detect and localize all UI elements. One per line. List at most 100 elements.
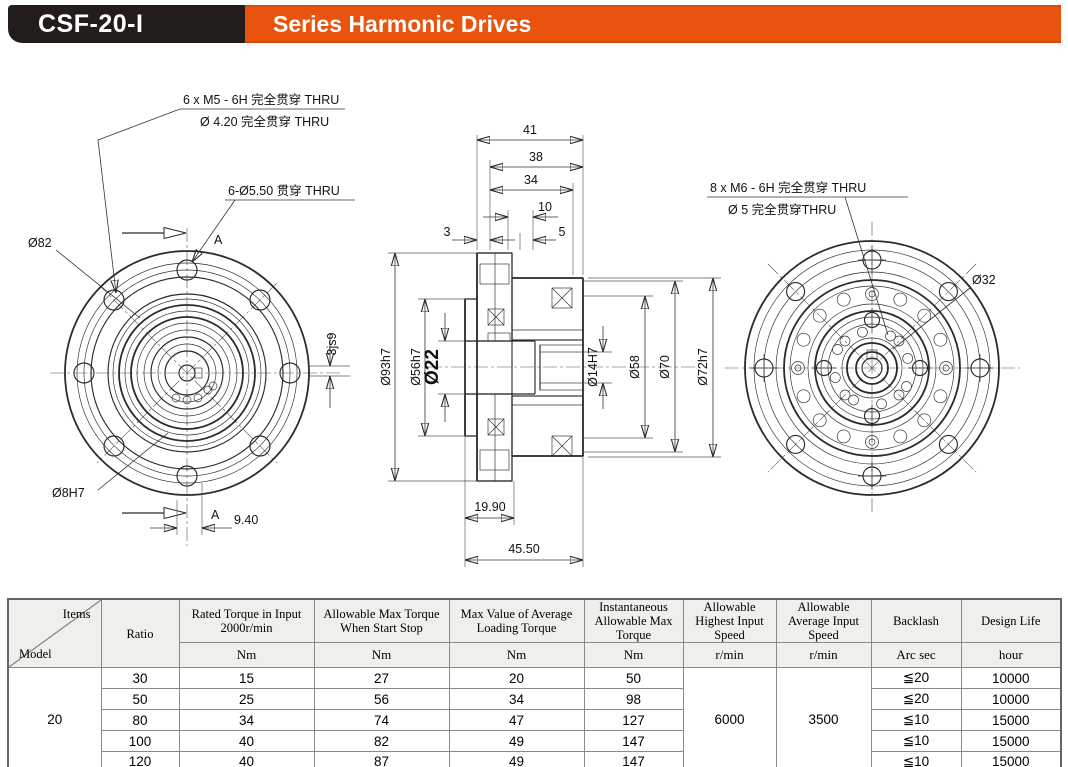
- dim-5: 5: [559, 225, 566, 239]
- model-code: CSF-20-I: [38, 9, 144, 38]
- avg-speed-value: 3500: [775, 667, 872, 767]
- dim-dia58: Ø58: [628, 355, 642, 379]
- avg-loading-torque-value: 47: [448, 709, 585, 731]
- unit-backlash: Arc sec: [870, 642, 962, 668]
- dim-dia56: Ø56h7: [409, 348, 423, 386]
- rear-cardinal-holes: [812, 308, 932, 428]
- instant-torque-value: 50: [583, 667, 684, 689]
- unit-avg-speed: r/min: [775, 642, 872, 668]
- col-header-startstop-torque: Allowable Max Torque When Start Stop: [313, 598, 450, 643]
- model-value: 20: [7, 667, 102, 767]
- dim-dia70: Ø70: [658, 355, 672, 379]
- front-view: 6 x M5 - 6H 完全贯穿 THRU Ø 4.20 完全贯穿 THRU 6…: [28, 92, 355, 546]
- rear-bolt-holes: [750, 246, 994, 490]
- backlash-value: ≦10: [870, 709, 962, 731]
- backlash-value: ≦10: [870, 730, 962, 752]
- col-header-avg-loading-torque: Max Value of Average Loading Torque: [448, 598, 585, 643]
- avg-loading-torque-value: 49: [448, 751, 585, 767]
- instant-torque-value: 127: [583, 709, 684, 731]
- dim-38: 38: [529, 150, 543, 164]
- series-title: Series Harmonic Drives: [273, 10, 532, 37]
- backlash-value: ≦10: [870, 751, 962, 767]
- technical-drawing: 6 x M5 - 6H 完全贯穿 THRU Ø 4.20 完全贯穿 THRU 6…: [28, 92, 1020, 567]
- ratio-value: 100: [100, 730, 180, 752]
- section-right-dims: Ø14H7 Ø58 Ø70 Ø72h7: [583, 277, 721, 458]
- instant-torque-value: 147: [583, 751, 684, 767]
- ratio-value: 80: [100, 709, 180, 731]
- front-coupling-holes: [171, 381, 218, 405]
- col-header-rated-torque: Rated Torque in Input 2000r/min: [178, 598, 315, 643]
- unit-instant-torque: Nm: [583, 642, 684, 668]
- section-mark-top: A: [122, 226, 223, 247]
- front-callout-m5-line1: 6 x M5 - 6H 完全贯穿 THRU: [183, 92, 339, 107]
- startstop-torque-value: 27: [313, 667, 450, 689]
- rated-torque-value: 25: [178, 688, 315, 710]
- section-mark-bottom: A: [122, 506, 220, 522]
- section-bottom-dims: 19.90 45.50: [464, 436, 584, 567]
- ratio-value: 50: [100, 688, 180, 710]
- avg-loading-torque-value: 34: [448, 688, 585, 710]
- col-header-instant-torque: Instantaneous Allowable Max Torque: [583, 598, 684, 643]
- avg-loading-torque-value: 20: [448, 667, 585, 689]
- startstop-torque-value: 87: [313, 751, 450, 767]
- backlash-value: ≦20: [870, 688, 962, 710]
- front-callout-m5-line2: Ø 4.20 完全贯穿 THRU: [200, 114, 329, 129]
- avg-loading-torque-value: 49: [448, 730, 585, 752]
- instant-torque-value: 98: [583, 688, 684, 710]
- spec-table: Items Model Ratio Rated Torque in Input …: [7, 598, 1062, 767]
- rear-callout-m6-line1: 8 x M6 - 6H 完全贯穿 THRU: [710, 180, 866, 195]
- corner-model-label: Model: [19, 647, 52, 661]
- col-header-backlash: Backlash: [870, 598, 962, 643]
- rear-inner-ring: [829, 326, 914, 410]
- front-callout-holes: 6-Ø5.50 贯穿 THRU: [228, 183, 340, 198]
- ratio-value: 120: [100, 751, 180, 767]
- unit-highest-speed: r/min: [682, 642, 777, 668]
- model-badge: CSF-20-I: [8, 5, 245, 43]
- table-row: 50 25 56 34 98 ≦20 10000: [8, 688, 1062, 710]
- dim-dia72: Ø72h7: [696, 348, 710, 386]
- section-view: 41 38 34 10 3 5 Ø93h7: [379, 123, 721, 567]
- front-dia8h7-label: Ø8H7: [52, 486, 85, 500]
- design-life-value: 10000: [960, 667, 1062, 689]
- rated-torque-value: 40: [178, 730, 315, 752]
- dim-1990: 19.90: [474, 500, 505, 514]
- ratio-value: 30: [100, 667, 180, 689]
- unit-rated-torque: Nm: [178, 642, 315, 668]
- front-dia82-label: Ø82: [28, 236, 52, 250]
- design-life-value: 15000: [960, 730, 1062, 752]
- front-dim-key-text: 3js9: [325, 332, 339, 355]
- instant-torque-value: 147: [583, 730, 684, 752]
- unit-design-life: hour: [960, 642, 1062, 668]
- rear-dia32-label: Ø32: [972, 273, 996, 287]
- dim-dia22: Ø22: [422, 349, 443, 385]
- backlash-value: ≦20: [870, 667, 962, 689]
- section-label-a-bottom: A: [211, 508, 220, 522]
- table-row: 120 40 87 49 147 ≦10 15000: [8, 751, 1062, 767]
- bearing-symbols: [487, 287, 573, 457]
- design-life-value: 10000: [960, 688, 1062, 710]
- dim-3: 3: [444, 225, 451, 239]
- section-left-dims: Ø93h7 Ø56h7 Ø22: [379, 252, 477, 482]
- section-top-dims: 41 38 34 10 3 5: [444, 123, 584, 275]
- design-life-value: 15000: [960, 709, 1062, 731]
- design-life-value: 15000: [960, 751, 1062, 767]
- front-bolt-holes: [73, 259, 301, 487]
- col-header-ratio: Ratio: [100, 598, 180, 668]
- rear-view: 8 x M6 - 6H 完全贯穿 THRU Ø 5 完全贯穿THRU Ø32: [707, 180, 1020, 515]
- table-row: 80 34 74 47 127 ≦10 15000: [8, 709, 1062, 731]
- startstop-torque-value: 82: [313, 730, 450, 752]
- unit-startstop-torque: Nm: [313, 642, 450, 668]
- highest-speed-value: 6000: [682, 667, 777, 767]
- section-label-a-top: A: [214, 233, 223, 247]
- rear-callout-m6-line2: Ø 5 完全贯穿THRU: [728, 202, 836, 217]
- front-dim-940-text: 9.40: [234, 513, 258, 527]
- col-header-design-life: Design Life: [960, 598, 1062, 643]
- startstop-torque-value: 56: [313, 688, 450, 710]
- table-row: 20 30 15 27 20 50 6000 3500 ≦20 10000: [7, 667, 1062, 767]
- corner-items-label: Items: [62, 607, 91, 621]
- dim-41: 41: [523, 123, 537, 137]
- unit-avg-loading-torque: Nm: [448, 642, 585, 668]
- dim-4550: 45.50: [508, 542, 539, 556]
- dim-dia93: Ø93h7: [379, 348, 393, 386]
- series-banner: Series Harmonic Drives: [245, 5, 1061, 43]
